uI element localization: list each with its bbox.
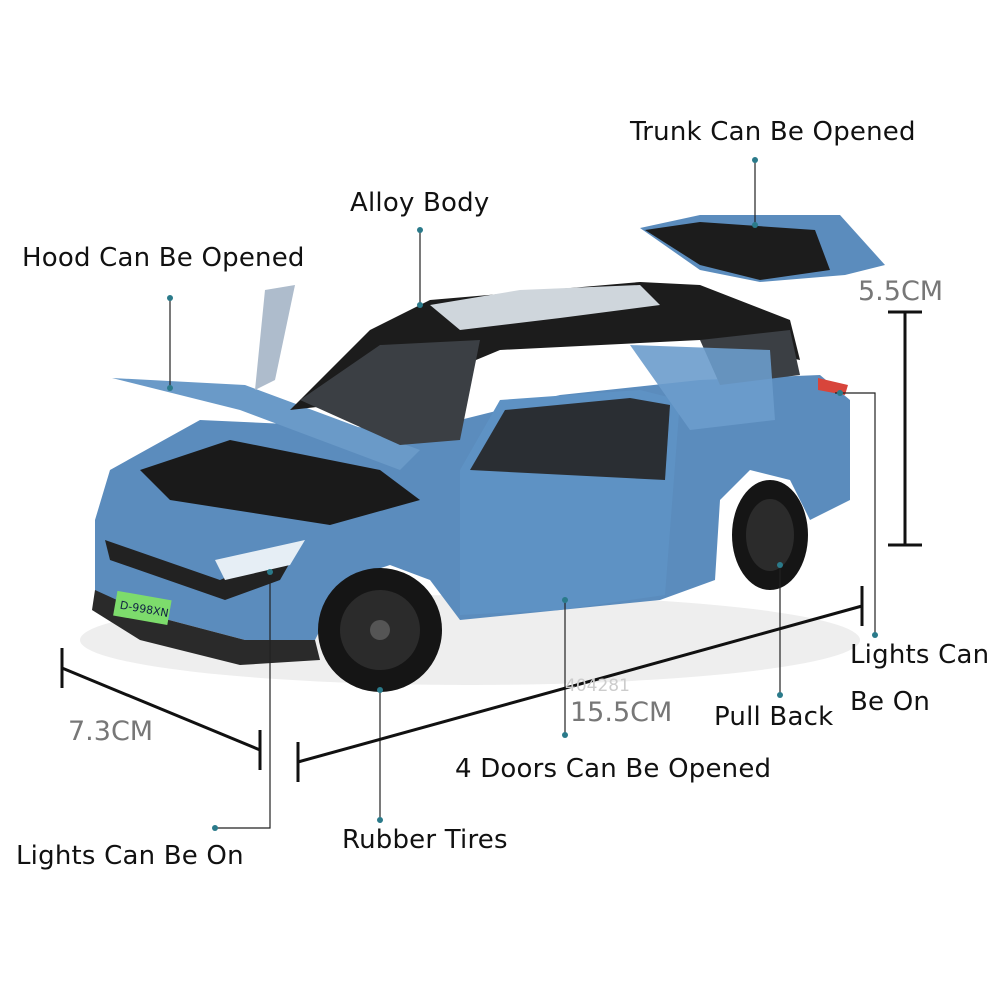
headlight xyxy=(215,540,305,580)
dimension-lines xyxy=(60,310,922,782)
label-lights-right-2: Be On xyxy=(850,687,931,717)
height-dimension: 5.5CM xyxy=(858,276,944,307)
width-dimension: 7.3CM xyxy=(68,716,154,747)
leader-dots xyxy=(167,157,878,831)
label-trunk: Trunk Can Be Opened xyxy=(630,117,916,147)
label-lights-right-1: Lights Can xyxy=(850,640,990,670)
license-plate xyxy=(113,590,172,626)
car-body: D-998XN xyxy=(92,215,885,692)
label-doors: 4 Doors Can Be Opened xyxy=(455,754,772,784)
width-dimension-line xyxy=(61,666,261,752)
label-lights-left: Lights Can Be On xyxy=(16,841,244,871)
label-alloy-body: Alloy Body xyxy=(350,188,490,218)
length-dimension-line xyxy=(297,604,863,764)
label-rubber-tires: Rubber Tires xyxy=(342,825,508,855)
label-pull-back: Pull Back xyxy=(714,702,834,732)
watermark: 404281 xyxy=(565,676,630,696)
length-dimension: 15.5CM xyxy=(570,697,673,728)
label-hood: Hood Can Be Opened xyxy=(22,243,305,273)
